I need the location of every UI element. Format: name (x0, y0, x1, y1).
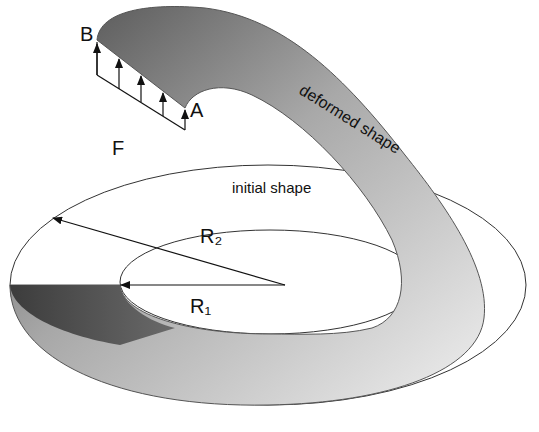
slit-face (10, 285, 175, 345)
point-label: A (190, 100, 203, 120)
deformed-plate (10, 7, 485, 406)
force-label: F (112, 138, 124, 158)
radius-r2-arrow (53, 218, 285, 285)
distributed-load (97, 42, 185, 130)
point-label: B (80, 24, 93, 44)
radius-label: R₂ (200, 226, 222, 246)
radius-label: R₁ (190, 296, 211, 316)
radius-r1-arrow (121, 284, 285, 285)
initial-inner-edge (120, 230, 420, 334)
shape-label: initial shape (232, 180, 311, 195)
